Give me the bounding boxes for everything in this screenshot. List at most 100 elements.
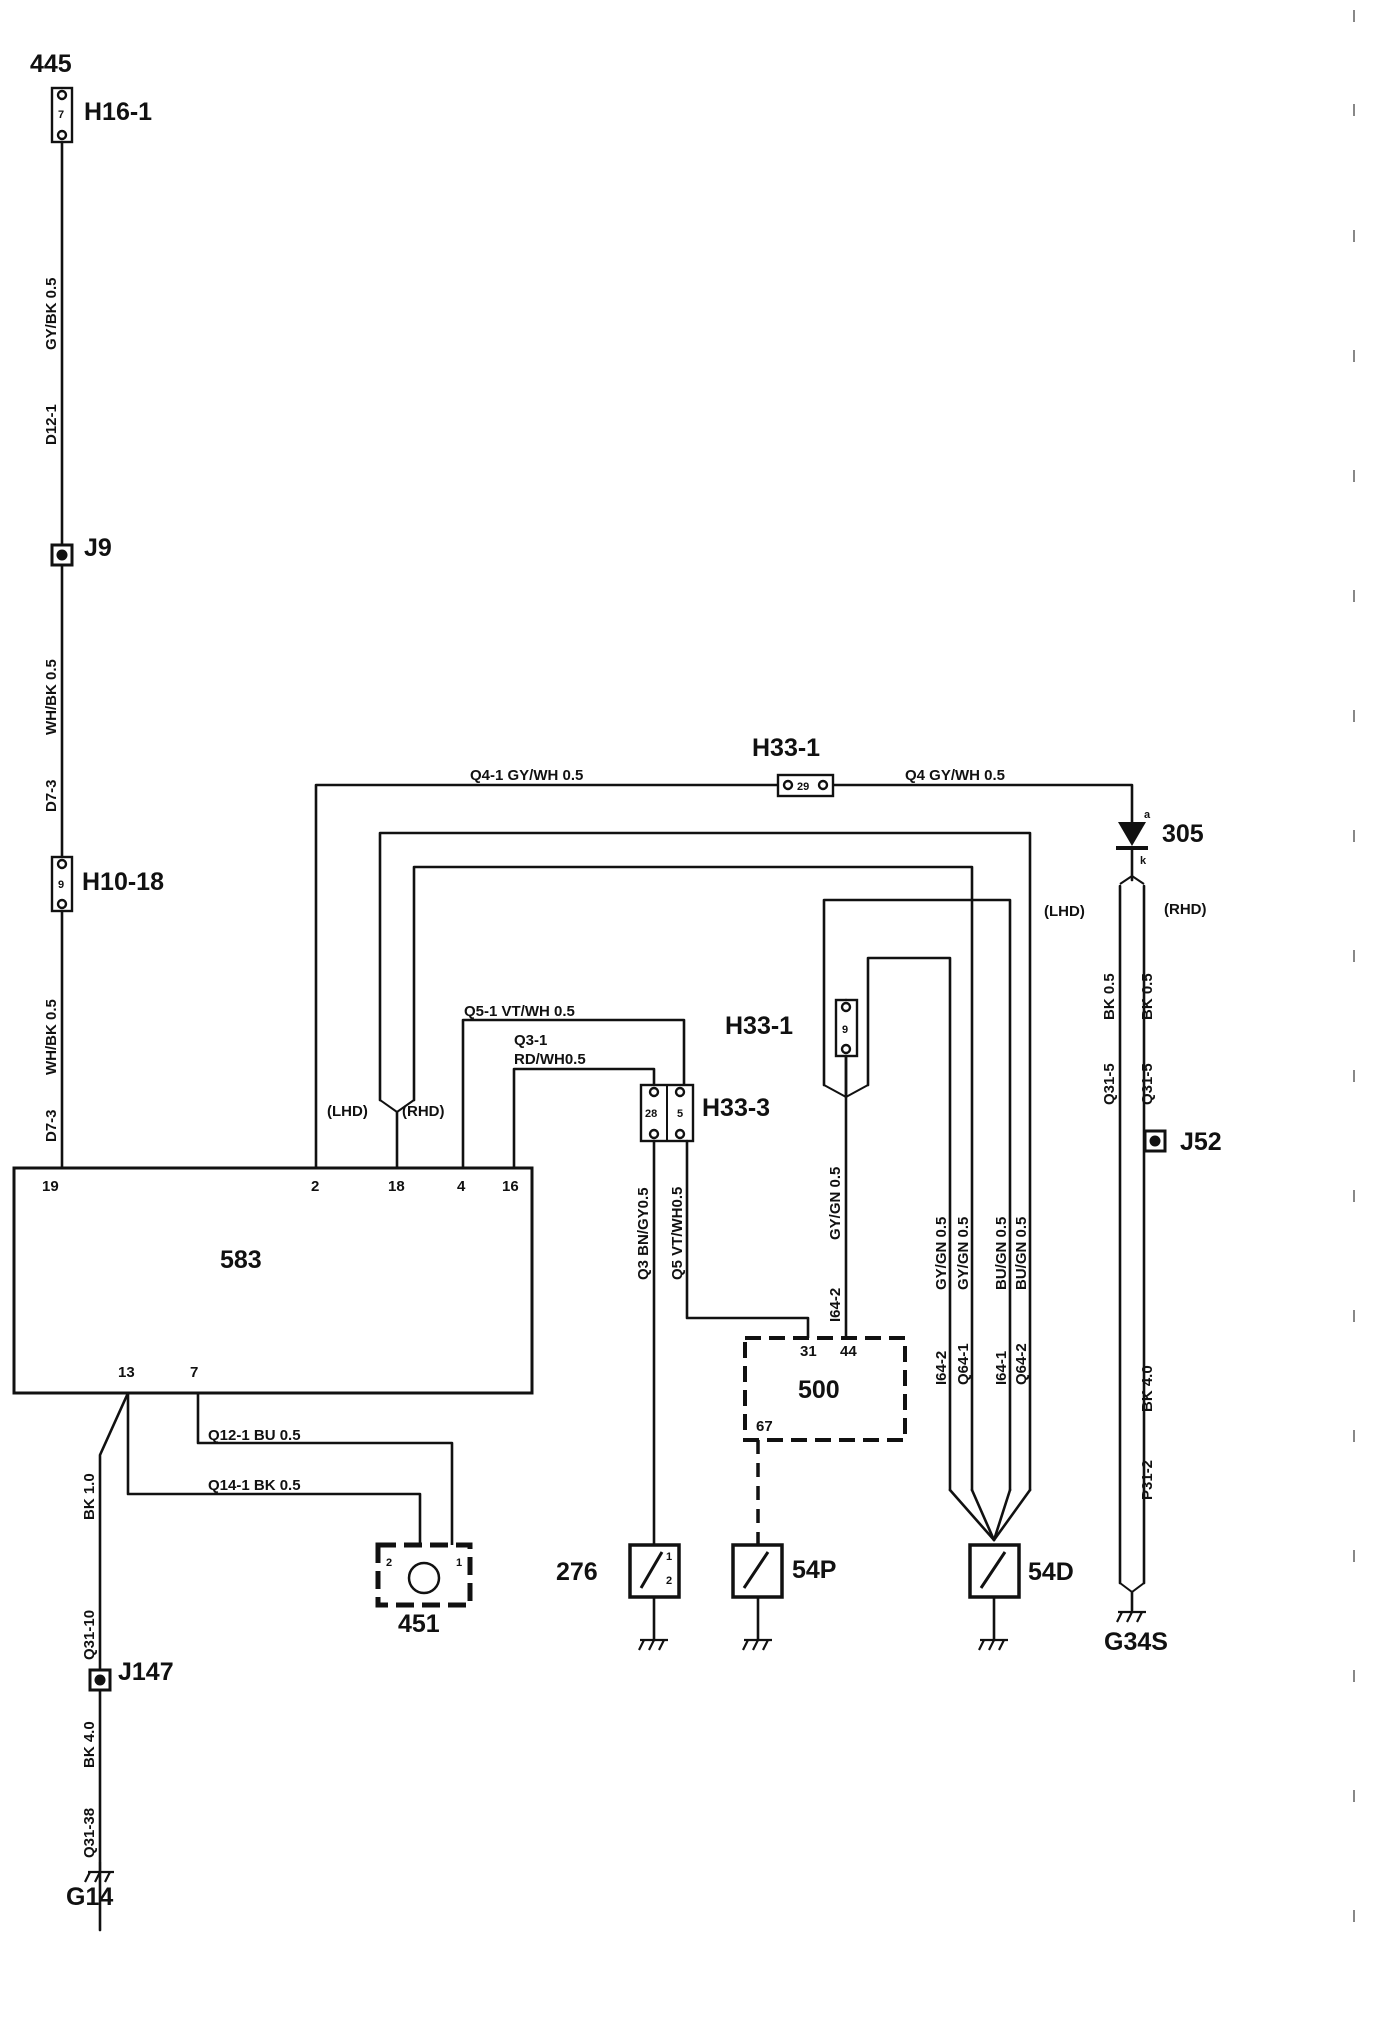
label-wire-d12-1: D12-1 — [43, 404, 60, 445]
splice-dot — [56, 549, 68, 561]
splice-dot — [1149, 1135, 1161, 1147]
ecu-583-box — [12, 1166, 534, 1395]
pin-dot — [648, 1128, 660, 1140]
pin-dot — [840, 1001, 852, 1013]
ground-hatch — [104, 1871, 111, 1883]
ground-hatch — [638, 1639, 645, 1651]
label-wire-q31-5-a: Q31-5 — [1101, 1063, 1118, 1105]
label-wire-d7-3-b: D7-3 — [43, 1109, 60, 1142]
label-wire-q4: Q4 GY/WH 0.5 — [905, 767, 1005, 784]
label-pin-67: 67 — [756, 1418, 773, 1435]
label-rhd-right: (RHD) — [1164, 901, 1207, 918]
pin-dot — [56, 89, 68, 101]
label-switch-276-pin-1: 1 — [666, 1551, 672, 1563]
label-j147: J147 — [118, 1658, 174, 1686]
ground-hatch — [998, 1639, 1005, 1651]
ground-hatch — [752, 1639, 759, 1651]
label-wire-col1b: I64-2 — [933, 1351, 950, 1385]
pin-dot — [56, 129, 68, 141]
label-h33-1-mid-pin: 9 — [842, 1024, 848, 1036]
label-wire-gybk: GY/BK 0.5 — [43, 277, 60, 350]
switch-276-blade — [639, 1551, 664, 1589]
splice-dot — [94, 1674, 106, 1686]
wire-conv-4 — [992, 1488, 1032, 1542]
label-445: 445 — [30, 50, 72, 78]
switch-54d-box — [968, 1543, 1021, 1599]
label-h33-1-mid: H33-1 — [725, 1012, 793, 1040]
label-wire-q3: Q3 BN/GY0.5 — [635, 1187, 652, 1280]
label-pin-31: 31 — [800, 1343, 817, 1360]
ground-hatch — [1126, 1611, 1133, 1623]
ground-hatch — [762, 1639, 769, 1651]
label-wire-col3: BU/GN 0.5 — [993, 1217, 1010, 1290]
label-switch-276-pin-2: 2 — [666, 1575, 672, 1587]
label-wire-q31-38: Q31-38 — [81, 1808, 98, 1858]
label-h16-1: H16-1 — [84, 98, 152, 126]
wire-q12-1 — [196, 1391, 454, 1547]
label-rhd-left: (RHD) — [402, 1103, 445, 1120]
label-wire-col4b: Q64-2 — [1013, 1343, 1030, 1385]
pin-dot — [840, 1043, 852, 1055]
label-switch-276: 276 — [556, 1558, 598, 1586]
ground-hatch — [658, 1639, 665, 1651]
ground-hatch — [742, 1639, 749, 1651]
label-h16-1-pin: 7 — [58, 109, 64, 121]
wire-q3-1 — [512, 1067, 656, 1170]
label-wire-q12: Q12-1 BU 0.5 — [208, 1427, 301, 1444]
label-wire-q5: Q5 VT/WH0.5 — [669, 1187, 686, 1280]
wire-conv-3 — [992, 1488, 1012, 1542]
label-j9: J9 — [84, 534, 112, 562]
label-pin-19: 19 — [42, 1178, 59, 1195]
wire-q4 — [830, 783, 1134, 824]
ground-hatch — [1116, 1611, 1123, 1623]
ground-hatch — [1136, 1611, 1143, 1623]
label-g34s: G34S — [1104, 1628, 1168, 1656]
label-wire-col4: BU/GN 0.5 — [1013, 1217, 1030, 1290]
label-wire-bk05-b: BK 0.5 — [1139, 973, 1156, 1020]
label-h10-18: H10-18 — [82, 868, 164, 896]
label-h33-3-pin-b: 5 — [677, 1108, 683, 1120]
pin-dot — [674, 1086, 686, 1098]
label-diode-305: 305 — [1162, 820, 1204, 848]
label-wire-bk40-l: BK 4.0 — [81, 1721, 98, 1768]
label-wire-p31-2: P31-2 — [1139, 1460, 1156, 1500]
ground-hatch — [988, 1639, 995, 1651]
label-wire-col2: GY/GN 0.5 — [955, 1217, 972, 1290]
label-wire-whbk-2: WH/BK 0.5 — [43, 999, 60, 1075]
ground-hatch — [978, 1639, 985, 1651]
label-pin-44: 44 — [840, 1343, 857, 1360]
ground-hatch — [94, 1871, 101, 1883]
wire-q5 — [685, 1139, 810, 1342]
label-pin-4: 4 — [457, 1178, 466, 1195]
diode-305-symbol — [1118, 822, 1146, 846]
label-diode-pin-k: k — [1140, 855, 1147, 867]
wire-conv-2 — [970, 1488, 996, 1542]
label-wire-whbk-1: WH/BK 0.5 — [43, 659, 60, 735]
label-ecu-583: 583 — [220, 1246, 262, 1274]
label-wire-bk05-a: BK 0.5 — [1101, 973, 1118, 1020]
connector-h16-1 — [50, 86, 74, 144]
wire-conv-1 — [948, 1488, 996, 1542]
label-pin-16: 16 — [502, 1178, 519, 1195]
motor-451-symbol — [407, 1561, 441, 1595]
merge-mark — [1119, 1582, 1145, 1594]
ecu-500-box — [743, 1336, 907, 1442]
label-pin-13: 13 — [118, 1364, 135, 1381]
wire-q14-1 — [126, 1391, 422, 1547]
pin-dot — [56, 898, 68, 910]
label-switch-54p: 54P — [792, 1556, 836, 1584]
ground-hatch — [648, 1639, 655, 1651]
pin-dot — [648, 1086, 660, 1098]
pin-dot — [782, 779, 794, 791]
label-lhd-left: (LHD) — [327, 1103, 368, 1120]
wire-i64-2 — [842, 1054, 848, 1342]
label-wire-q31-10: Q31-10 — [81, 1610, 98, 1660]
label-pin-18: 18 — [388, 1178, 405, 1195]
pin-dot — [817, 779, 829, 791]
label-h33-1-top-pin: 29 — [797, 781, 809, 793]
pin-dot — [56, 858, 68, 870]
label-ecu-500: 500 — [798, 1376, 840, 1404]
label-g14: G14 — [66, 1883, 113, 1911]
label-wire-q3-1b: RD/WH0.5 — [514, 1051, 586, 1068]
